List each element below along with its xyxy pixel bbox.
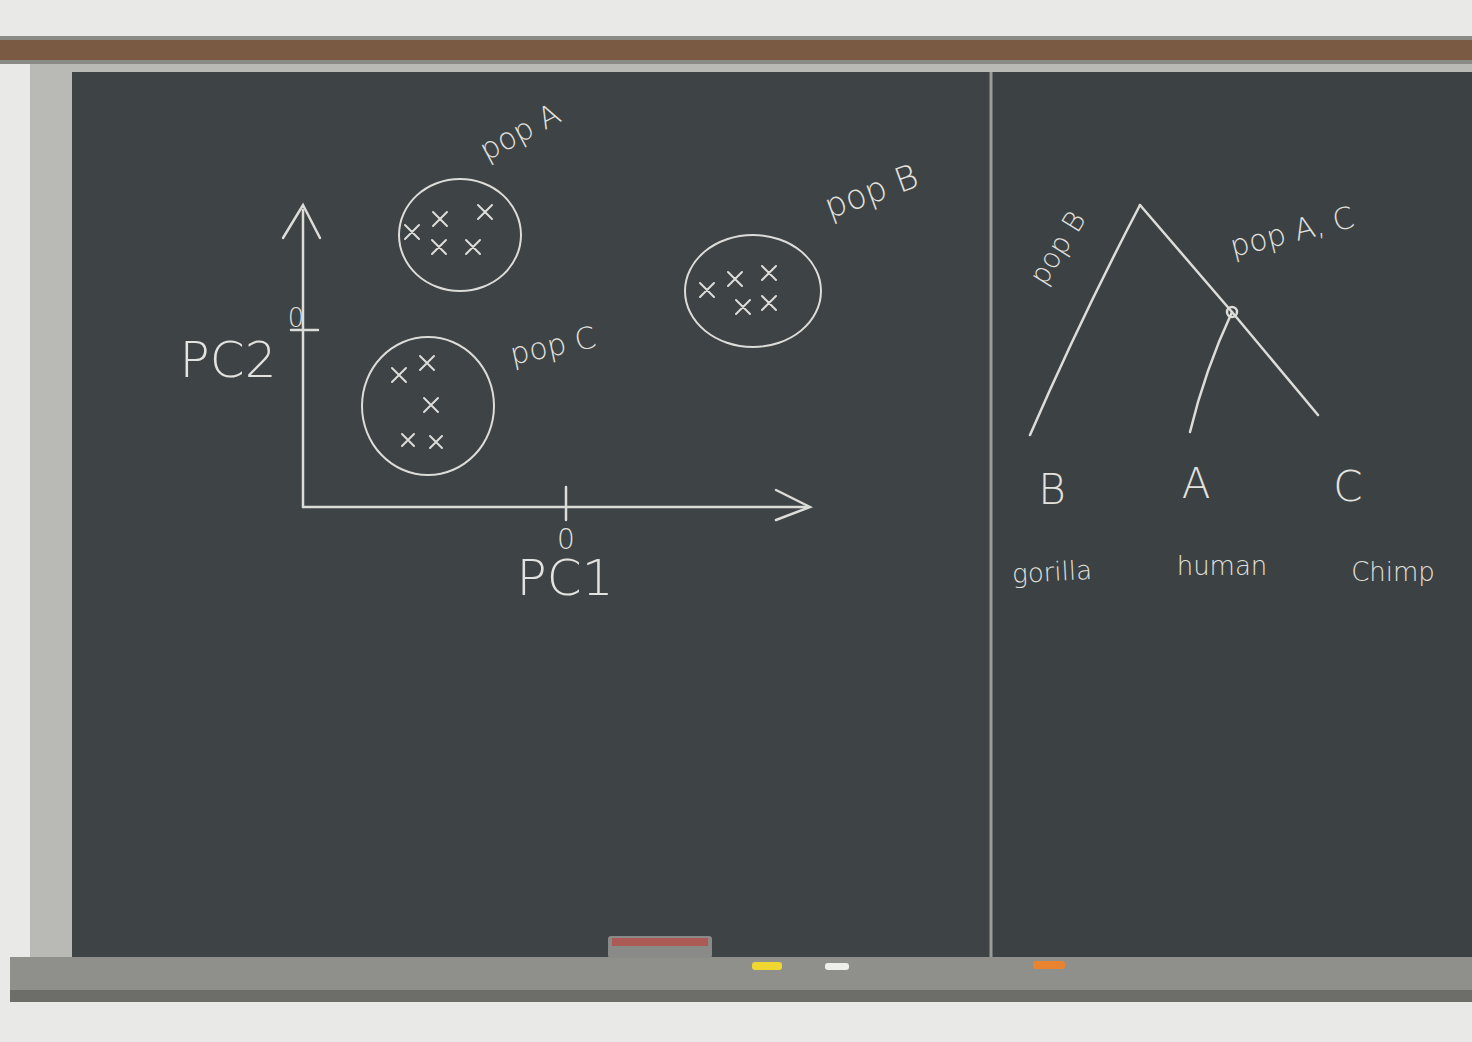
board-surface [72,72,1472,957]
population-cluster: pop B [684,234,822,348]
pc1-axis [303,506,808,509]
axis-label: PC2 [180,335,277,385]
chalk-orange [1033,961,1065,969]
eraser [608,936,712,958]
chalk-white [825,963,849,970]
leaf-label: A [1182,463,1211,505]
cork-strip-left [0,40,200,60]
top-rail [0,36,1472,64]
chalk-tray [10,957,1472,1002]
pop-b-marks [700,266,776,314]
pc2-arrowhead [283,205,320,238]
leaf-label: C [1333,466,1362,508]
population-cluster: pop A [398,178,522,292]
species-label: gorilla [1011,557,1092,587]
tree-branch-a [1190,312,1232,432]
tree-split-node [1227,307,1237,317]
chalk-yellow [752,962,782,970]
pc2-axis [302,210,305,507]
board-frame [30,64,1472,964]
axis-zero: 0 [557,526,575,554]
panel-divider [990,72,993,957]
sample-marks [392,205,776,448]
leaf-label: B [1038,469,1066,511]
pop-a-marks [405,205,492,254]
board-left-panel [72,72,990,957]
tray-edge [10,990,1472,1002]
species-label: human [1177,553,1268,579]
axis-zero: 0 [288,305,305,331]
species-label: Chimp [1351,559,1435,585]
pc1-zero-tick [565,487,568,520]
population-cluster: pop C [361,336,495,476]
pc1-arrowhead [776,490,810,520]
eraser-band [612,938,708,946]
axis-label: PC1 [517,553,614,603]
cork-strip [200,40,1472,60]
pop-c-marks [392,356,442,448]
